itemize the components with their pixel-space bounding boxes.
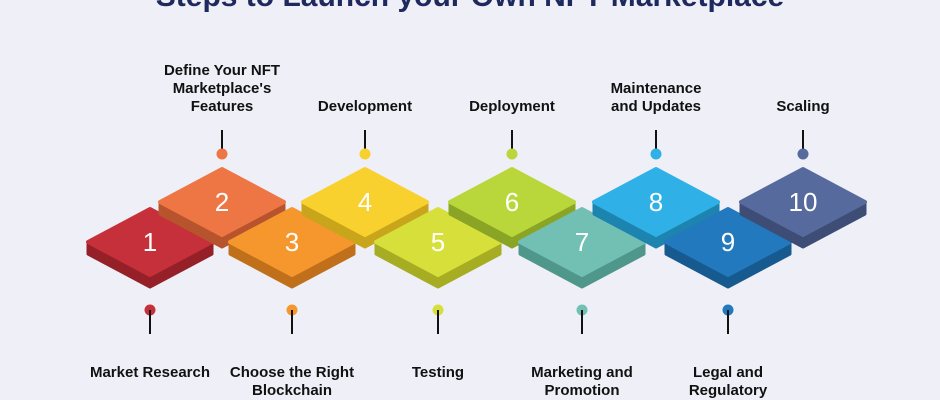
step-6-label: Deployment [469, 98, 555, 115]
step-number: 10 [789, 187, 818, 217]
step-dot [359, 148, 371, 160]
step-8-label: and Updates [611, 98, 701, 115]
step-number: 5 [431, 227, 445, 257]
step-6-block: 6 [448, 167, 576, 249]
step-4-block: 4 [301, 167, 429, 249]
step-number: 3 [285, 227, 299, 257]
step-number: 9 [721, 227, 735, 257]
step-8-label: Maintenance [611, 80, 702, 97]
step-8-block: 8 [592, 167, 720, 249]
page-title: Steps to Launch your Own NFT Marketplace [0, 0, 940, 14]
step-9-label: Legal and [693, 364, 763, 381]
block-top [664, 207, 792, 277]
step-2-label: Marketplace's [173, 80, 272, 97]
step-9-label: Regulatory [689, 382, 768, 399]
block-top [739, 167, 867, 237]
step-2-block: 2 [158, 167, 286, 249]
step-6: Deployment [469, 98, 555, 160]
step-number: 6 [505, 187, 519, 217]
step-dot [650, 148, 662, 160]
step-number: 4 [358, 187, 372, 217]
step-dot [797, 148, 809, 160]
step-3-label: Choose the Right [230, 364, 354, 381]
step-number: 7 [575, 227, 589, 257]
step-dot [506, 148, 518, 160]
step-dot [216, 148, 228, 160]
step-number: 1 [143, 227, 157, 257]
step-10: Scaling [776, 98, 830, 160]
step-10-block: 10 [739, 167, 867, 249]
step-5: Testing [412, 304, 464, 381]
step-number: 2 [215, 187, 229, 217]
step-2-label: Define Your NFT [164, 62, 280, 79]
step-1-label: Market Research [90, 364, 210, 381]
block-top [592, 167, 720, 237]
block-top [301, 167, 429, 237]
step-3-label: Blockchain [252, 382, 332, 399]
step-7-label: Marketing and [531, 364, 633, 381]
block-top [448, 167, 576, 237]
step-4-label: Development [318, 98, 412, 115]
step-9-block: 9 [664, 207, 792, 289]
step-2-label: Features [191, 98, 254, 115]
step-10-label: Scaling [776, 98, 829, 115]
step-4: Development [318, 98, 412, 160]
block-top [158, 167, 286, 237]
step-7-label: Promotion [545, 382, 620, 399]
step-5-label: Testing [412, 364, 464, 381]
step-number: 8 [649, 187, 663, 217]
step-1: Market Research [90, 304, 210, 381]
